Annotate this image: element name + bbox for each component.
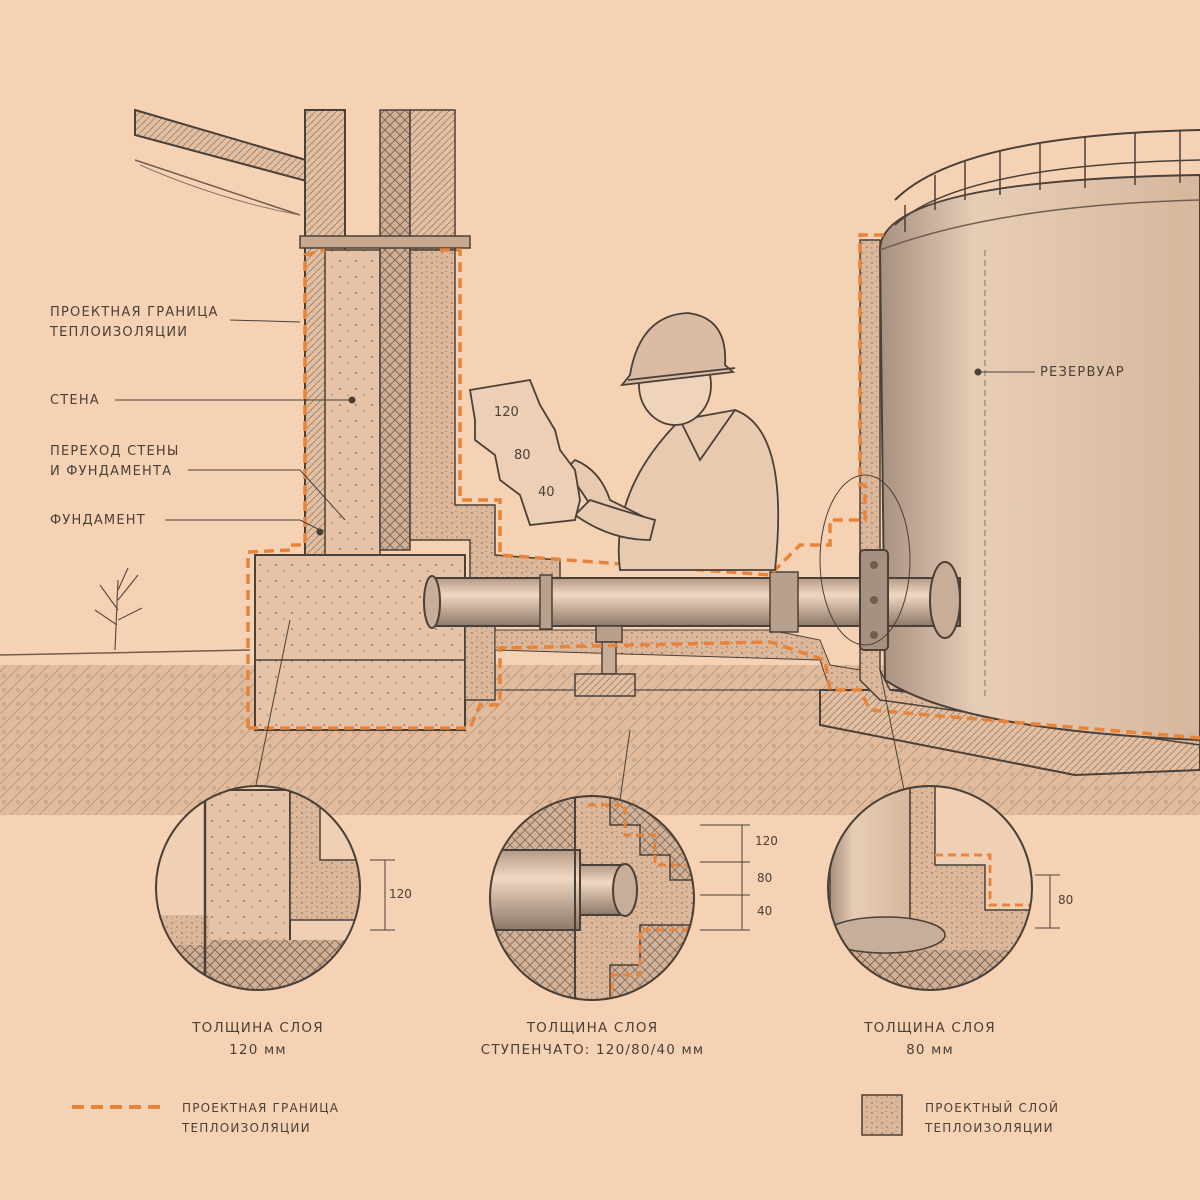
callout-wall-foundation-transition: ПЕРЕХОД СТЕНЫ И ФУНДАМЕНТА <box>50 442 180 482</box>
plate-value-120: 120 <box>494 405 519 420</box>
detail-2-dim-40: 40 <box>757 904 773 918</box>
legend-layer-line-2: ТЕПЛОИЗОЛЯЦИИ <box>925 1121 1054 1135</box>
detail-circle-3 <box>827 785 1060 991</box>
detail-2-caption: ТОЛЩИНА СЛОЯ СТУПЕНЧАТО: 120/80/40 мм <box>460 1017 725 1061</box>
callout-transition-line-2: И ФУНДАМЕНТА <box>50 464 173 479</box>
callout-wall: СТЕНА <box>50 391 100 411</box>
detail-circle-1 <box>155 785 395 991</box>
callout-foundation: ФУНДАМЕНТ <box>50 511 146 531</box>
pipe <box>423 549 961 697</box>
detail-2-dim-80: 80 <box>757 871 773 885</box>
callout-boundary-line-1: ПРОЕКТНАЯ ГРАНИЦА <box>50 305 219 320</box>
detail-1-dim-120: 120 <box>389 887 412 901</box>
detail-markers <box>819 474 911 646</box>
building-wall <box>299 109 471 561</box>
callout-foundation-text: ФУНДАМЕНТ <box>50 513 146 528</box>
thickness-sample-plate <box>468 378 581 526</box>
callout-leaders <box>115 319 1035 801</box>
worker <box>563 312 780 571</box>
legend-boundary-line-2: ТЕПЛОИЗОЛЯЦИИ <box>182 1121 311 1135</box>
legend-layer-line-1: ПРОЕКТНЫЙ СЛОЙ <box>925 1101 1060 1115</box>
plate-value-40: 40 <box>538 485 555 500</box>
tank-insulation <box>859 239 1200 746</box>
detail-3-caption-line-2: 80 мм <box>906 1042 954 1058</box>
plate-value-80: 80 <box>514 448 531 463</box>
callout-tank: РЕЗЕРВУАР <box>1040 363 1125 383</box>
design-boundary <box>246 233 1200 740</box>
detail-2-dim-120: 120 <box>755 834 778 848</box>
callout-wall-text: СТЕНА <box>50 393 100 408</box>
detail-1-caption-line-2: 120 мм <box>229 1042 287 1058</box>
detail-3-caption-line-1: ТОЛЩИНА СЛОЯ <box>864 1020 996 1036</box>
legend-boundary-line-1: ПРОЕКТНАЯ ГРАНИЦА <box>182 1101 340 1115</box>
callout-boundary-line-2: ТЕПЛОИЗОЛЯЦИИ <box>50 325 189 340</box>
callout-tank-text: РЕЗЕРВУАР <box>1040 365 1125 380</box>
detail-1-caption: ТОЛЩИНА СЛОЯ 120 мм <box>158 1017 358 1061</box>
detail-2-caption-line-1: ТОЛЩИНА СЛОЯ <box>526 1020 659 1036</box>
tank <box>878 129 1200 742</box>
callout-design-boundary: ПРОЕКТНАЯ ГРАНИЦА ТЕПЛОИЗОЛЯЦИИ <box>50 303 219 343</box>
detail-circle-2 <box>489 795 750 1001</box>
detail-3-dim-80: 80 <box>1058 893 1074 907</box>
detail-1-caption-line-1: ТОЛЩИНА СЛОЯ <box>192 1020 324 1036</box>
legend-graphics <box>72 1094 903 1136</box>
callout-transition-line-1: ПЕРЕХОД СТЕНЫ <box>50 444 180 459</box>
legend-boundary: ПРОЕКТНАЯ ГРАНИЦА ТЕПЛОИЗОЛЯЦИИ <box>182 1098 339 1138</box>
detail-3-caption: ТОЛЩИНА СЛОЯ 80 мм <box>830 1017 1030 1061</box>
legend-layer: ПРОЕКТНЫЙ СЛОЙ ТЕПЛОИЗОЛЯЦИИ <box>925 1098 1059 1138</box>
shrub <box>94 567 143 651</box>
detail-2-caption-line-2: СТУПЕНЧАТО: 120/80/40 мм <box>480 1042 705 1058</box>
